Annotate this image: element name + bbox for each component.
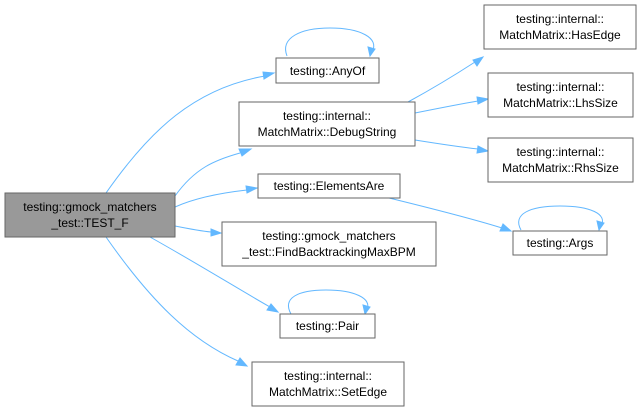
node-debugstring-label-1: testing::internal:: xyxy=(283,109,371,123)
edge-debugstring-rhssize xyxy=(414,139,490,154)
edge-root-anyof xyxy=(105,71,276,194)
node-findbacktracking[interactable]: testing::gmock_matchers _test::FindBackt… xyxy=(221,221,437,267)
edge-pair-self xyxy=(288,289,371,316)
node-anyof-label: testing::AnyOf xyxy=(290,64,366,78)
edge-args-self xyxy=(518,205,605,232)
node-rhssize-label-2: MatchMatrix::RhsSize xyxy=(502,161,619,175)
node-lhssize-label-2: MatchMatrix::LhsSize xyxy=(503,96,618,110)
node-root[interactable]: testing::gmock_matchers _test::TEST_F xyxy=(4,192,176,238)
node-rhssize[interactable]: testing::internal:: MatchMatrix::RhsSize xyxy=(487,137,634,183)
node-args[interactable]: testing::Args xyxy=(512,230,608,256)
edge-debugstring-lhssize xyxy=(414,96,490,114)
node-findbacktracking-label-1: testing::gmock_matchers xyxy=(262,229,395,243)
node-hasedge-label-2: MatchMatrix::HasEdge xyxy=(499,28,621,42)
edge-elementsare-args xyxy=(384,196,513,232)
node-pair[interactable]: testing::Pair xyxy=(279,313,376,339)
node-lhssize-label-1: testing::internal:: xyxy=(516,80,604,94)
node-rhssize-label-1: testing::internal:: xyxy=(516,145,604,159)
node-root-label-2: _test::TEST_F xyxy=(50,216,128,230)
node-args-label: testing::Args xyxy=(527,236,594,250)
edge-debugstring-hasedge xyxy=(407,56,485,103)
node-hasedge-label-1: testing::internal:: xyxy=(516,12,604,26)
node-pair-label: testing::Pair xyxy=(296,319,359,333)
edge-root-debugstring xyxy=(174,148,253,197)
node-setedge[interactable]: testing::internal:: MatchMatrix::SetEdge xyxy=(251,361,405,407)
edge-anyof-self xyxy=(285,27,376,58)
node-debugstring[interactable]: testing::internal:: MatchMatrix::DebugSt… xyxy=(238,101,416,147)
node-debugstring-label-2: MatchMatrix::DebugString xyxy=(258,125,397,139)
node-elementsare-label: testing::ElementsAre xyxy=(274,179,385,193)
node-elementsare[interactable]: testing::ElementsAre xyxy=(257,173,401,199)
node-anyof[interactable]: testing::AnyOf xyxy=(275,57,380,84)
edge-root-elementsare xyxy=(174,185,259,208)
node-findbacktracking-label-2: _test::FindBacktrackingMaxBPM xyxy=(241,245,415,259)
node-lhssize[interactable]: testing::internal:: MatchMatrix::LhsSize xyxy=(487,72,634,118)
node-hasedge[interactable]: testing::internal:: MatchMatrix::HasEdge xyxy=(483,4,637,50)
node-setedge-label-2: MatchMatrix::SetEdge xyxy=(269,385,387,399)
node-setedge-label-1: testing::internal:: xyxy=(284,369,372,383)
edge-root-pair xyxy=(149,236,280,313)
node-root-label-1: testing::gmock_matchers xyxy=(23,200,156,214)
edge-root-setedge xyxy=(105,236,249,367)
edge-root-findbacktracking xyxy=(174,225,223,237)
